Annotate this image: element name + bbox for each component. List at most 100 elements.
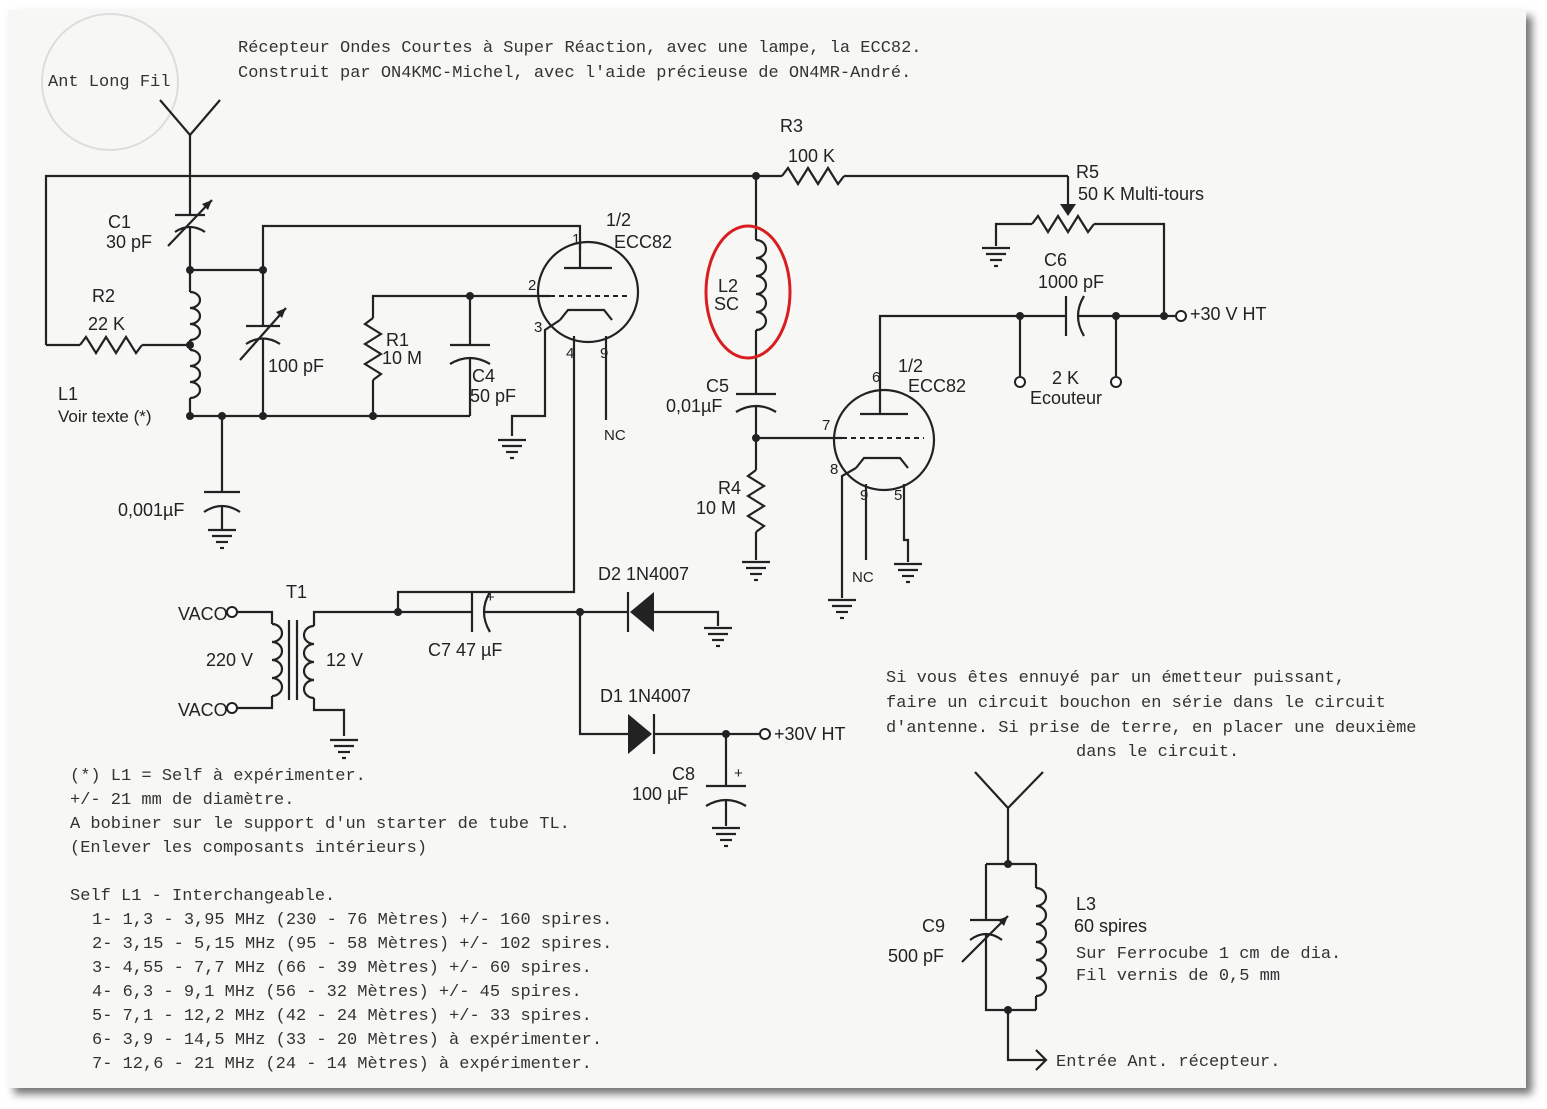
note-left-1: (*) L1 = Self à expérimenter. [70, 767, 366, 786]
tube1-half: 1/2 [606, 210, 631, 230]
resistor-r4 [740, 438, 772, 582]
l1-value: Voir texte (*) [58, 407, 152, 426]
c0001-value: 0,001µF [118, 500, 184, 520]
vac-220: 220 V [206, 650, 253, 670]
tube1-pin1: 1 [572, 231, 580, 248]
c7-label: C7 47 µF [428, 640, 502, 660]
r4-name: R4 [718, 478, 741, 498]
tube2-pin6: 6 [872, 369, 880, 386]
r5-value: 50 K Multi-tours [1078, 184, 1204, 204]
note-right-3: d'antenne. Si prise de terre, en placer … [886, 719, 1417, 738]
antenna-symbol [159, 99, 221, 205]
c8-value: 100 µF [632, 784, 688, 804]
c9-name: C9 [922, 916, 945, 936]
capacitor-c8 [705, 734, 747, 848]
c4-value: 50 pF [470, 386, 516, 406]
note-left-2: +/- 21 mm de diamètre. [70, 791, 294, 810]
diode-d2 [580, 592, 734, 648]
tube2-nc: NC [852, 569, 874, 586]
resistor-r3 [756, 165, 1076, 216]
tube2-pin7: 7 [822, 417, 830, 434]
capacitor-0001uf [203, 416, 241, 550]
c8-name: C8 [672, 764, 695, 784]
c4-name: C4 [472, 366, 495, 386]
l1-name: L1 [58, 384, 78, 404]
tube1-pin9: 9 [600, 345, 608, 362]
potentiometer-r5 [980, 213, 1166, 316]
trap-circuit [961, 771, 1048, 1071]
l3-value: 60 spires [1074, 916, 1147, 936]
ht-output-1: +30 V HT [1190, 304, 1267, 324]
self-row-1: 1- 1,3 - 3,95 MHz (230 - 76 Mètres) +/- … [92, 911, 612, 930]
ecouteur-label: Ecouteur [1030, 388, 1102, 408]
tube1-pin3: 3 [534, 319, 542, 336]
antenna-label: Ant Long Fil [48, 73, 170, 92]
r1-name: R1 [386, 330, 409, 350]
vac-top: VACO [178, 604, 228, 624]
tube2-half: 1/2 [898, 356, 923, 376]
l3-note-2: Fil vernis de 0,5 mm [1076, 967, 1280, 986]
capacitor-c7 [394, 591, 580, 633]
highlight-circle [704, 224, 792, 360]
transformer-t1 [226, 606, 398, 760]
tube2-pin5: 5 [894, 487, 902, 504]
note-left-4: (Enlever les composants intérieurs) [70, 839, 427, 858]
vac-bottom: VACO [178, 700, 228, 720]
r3-value: 100 K [788, 146, 835, 166]
note-right-2: faire un circuit bouchon en série dans l… [886, 694, 1386, 713]
c6-name: C6 [1044, 250, 1067, 270]
ecouteur-value: 2 K [1052, 368, 1079, 388]
resistor-r1 [362, 294, 470, 416]
self-row-4: 4- 6,3 - 9,1 MHz (56 - 32 Mètres) +/- 45… [92, 983, 582, 1002]
note-right-1: Si vous êtes ennuyé par un émetteur puis… [886, 669, 1345, 688]
tube1-pin4: 4 [566, 345, 574, 362]
d1-label: D1 1N4007 [600, 686, 691, 706]
self-row-2: 2- 3,15 - 5,15 MHz (95 - 58 Mètres) +/- … [92, 935, 612, 954]
paper-sheet [8, 10, 1526, 1088]
entree-label: Entrée Ant. récepteur. [1056, 1053, 1280, 1072]
r5-name: R5 [1076, 162, 1099, 182]
note-left-3: A bobiner sur le support d'un starter de… [70, 815, 570, 834]
l2-name: L2 [718, 276, 738, 296]
r2-value: 22 K [88, 314, 125, 334]
r1-value: 10 M [382, 348, 422, 368]
note-right-4: dans le circuit. [1076, 743, 1239, 762]
ht-output-2: +30V HT [774, 724, 846, 744]
diode-d1 [578, 612, 771, 754]
self-row-5: 5- 7,1 - 12,2 MHz (42 - 24 Mètres) +/- 3… [92, 1007, 592, 1026]
watermark-seal [41, 13, 179, 151]
c9-value: 500 pF [888, 946, 944, 966]
capacitor-c5 [735, 392, 777, 440]
c7-plus: + [486, 589, 495, 606]
c5-name: C5 [706, 376, 729, 396]
tube1-name: ECC82 [614, 232, 672, 252]
capacitor-100pf [239, 270, 287, 416]
feedback-wire [44, 174, 756, 345]
title-line-1: Récepteur Ondes Courtes à Super Réaction… [238, 39, 922, 58]
self-row-3: 3- 4,55 - 7,7 MHz (66 - 39 Mètres) +/- 6… [92, 959, 592, 978]
headphone-ecouteur [1014, 316, 1122, 388]
t1-name: T1 [286, 582, 307, 602]
tube1-pin2: 2 [528, 277, 536, 294]
c6-value: 1000 pF [1038, 272, 1104, 292]
tube-2-ecc82 [826, 370, 936, 620]
resistor-r2 [46, 334, 190, 356]
tube1-nc: NC [604, 427, 626, 444]
capacitor-c6 [878, 295, 1187, 370]
self-table-title: Self L1 - Interchangeable. [70, 887, 335, 906]
v12-label: 12 V [326, 650, 363, 670]
r4-value: 10 M [696, 498, 736, 518]
c5-value: 0,01µF [666, 396, 722, 416]
self-row-6: 6- 3,9 - 14,5 MHz (33 - 20 Mètres) à exp… [92, 1031, 602, 1050]
tube2-pin9: 9 [860, 487, 868, 504]
c1-value: 30 pF [106, 232, 152, 252]
c8-plus: + [734, 765, 743, 782]
l3-name: L3 [1076, 894, 1096, 914]
r2-name: R2 [92, 286, 115, 306]
tube-1-ecc82 [396, 240, 640, 610]
c1-name: C1 [108, 212, 131, 232]
r3-name: R3 [780, 116, 803, 136]
capacitor-c1 [167, 199, 213, 270]
